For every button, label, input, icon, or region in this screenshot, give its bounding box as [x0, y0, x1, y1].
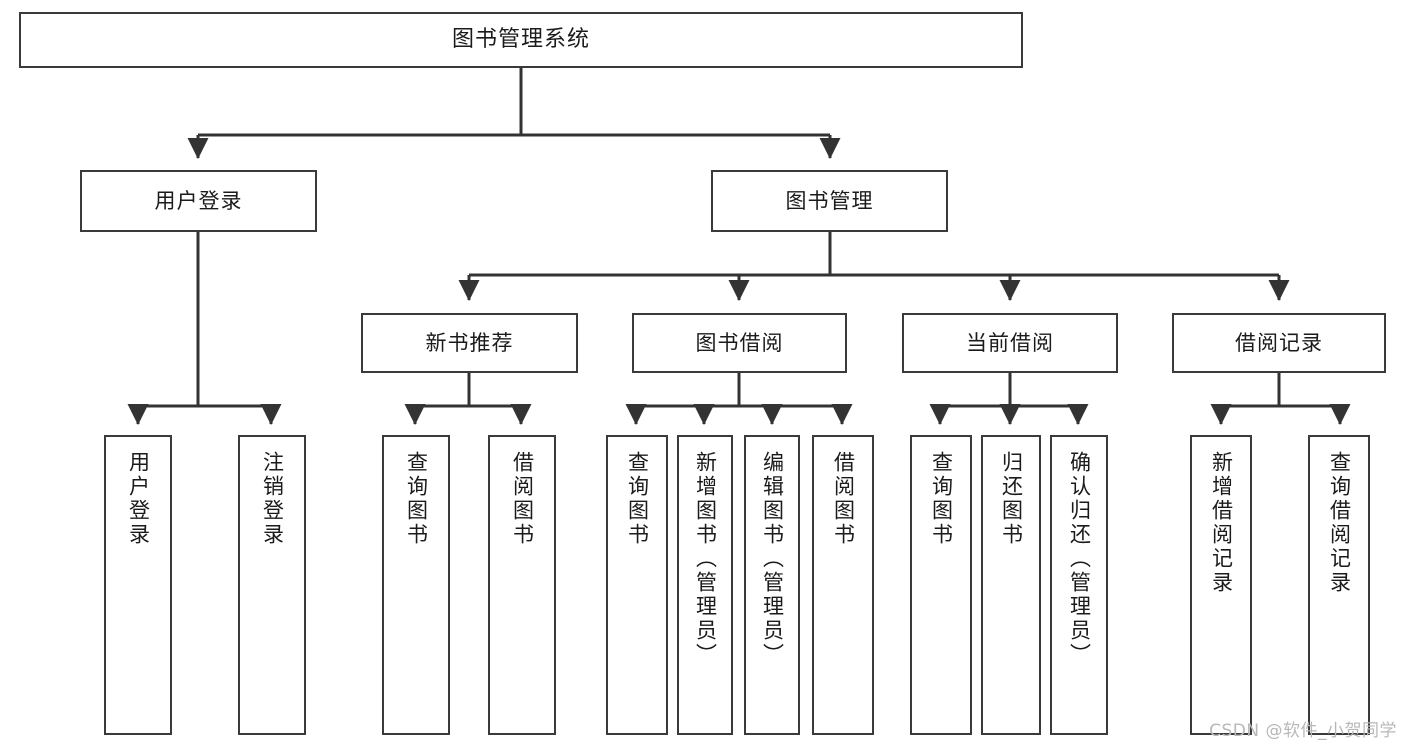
leaf-user-login-login[interactable]: 用户登录	[104, 435, 172, 735]
node-label: 图书管理	[785, 188, 874, 213]
node-label: 编辑图书（管理员）	[760, 451, 785, 667]
leaf-recommend-borrow-book[interactable]: 借阅图书	[488, 435, 556, 735]
node-label: 查询图书	[404, 451, 429, 547]
node-label: 查询图书	[625, 451, 650, 547]
leaf-current-return-book[interactable]: 归还图书	[981, 435, 1041, 735]
node-label: 借阅图书	[831, 451, 856, 547]
node-current-borrow[interactable]: 当前借阅	[902, 313, 1118, 373]
node-label: 注销登录	[260, 451, 285, 547]
leaf-borrow-query-book[interactable]: 查询图书	[606, 435, 668, 735]
node-book-management[interactable]: 图书管理	[711, 170, 948, 232]
node-label: 查询借阅记录	[1327, 451, 1352, 595]
node-label: 用户登录	[126, 451, 151, 547]
node-label: 新增借阅记录	[1209, 451, 1234, 595]
node-label: 借阅图书	[510, 451, 535, 547]
leaf-borrow-edit-book-admin[interactable]: 编辑图书（管理员）	[744, 435, 800, 735]
leaf-borrow-add-book-admin[interactable]: 新增图书（管理员）	[677, 435, 733, 735]
node-label: 当前借阅	[966, 330, 1054, 355]
leaf-record-add-record[interactable]: 新增借阅记录	[1190, 435, 1252, 735]
leaf-recommend-query-book[interactable]: 查询图书	[382, 435, 450, 735]
node-label: 借阅记录	[1235, 330, 1323, 355]
leaf-user-login-logout[interactable]: 注销登录	[238, 435, 306, 735]
leaf-record-query-record[interactable]: 查询借阅记录	[1308, 435, 1370, 735]
watermark: CSDN @软件_小贺同学	[1209, 721, 1397, 741]
node-label: 新增图书（管理员）	[693, 451, 718, 667]
leaf-current-query-book[interactable]: 查询图书	[910, 435, 972, 735]
node-user-login[interactable]: 用户登录	[80, 170, 317, 232]
leaf-borrow-borrow-book[interactable]: 借阅图书	[812, 435, 874, 735]
node-label: 确认归还（管理员）	[1067, 451, 1092, 667]
node-label: 图书管理系统	[451, 27, 590, 53]
node-label: 用户登录	[154, 188, 243, 213]
node-root-system[interactable]: 图书管理系统	[19, 12, 1023, 68]
node-borrow-record[interactable]: 借阅记录	[1172, 313, 1386, 373]
node-label: 归还图书	[999, 451, 1024, 547]
node-new-book-recommend[interactable]: 新书推荐	[361, 313, 578, 373]
node-book-borrow[interactable]: 图书借阅	[632, 313, 847, 373]
node-label: 查询图书	[929, 451, 954, 547]
node-label: 图书借阅	[695, 330, 784, 355]
node-label: 新书推荐	[425, 330, 514, 355]
leaf-current-confirm-return-admin[interactable]: 确认归还（管理员）	[1050, 435, 1108, 735]
